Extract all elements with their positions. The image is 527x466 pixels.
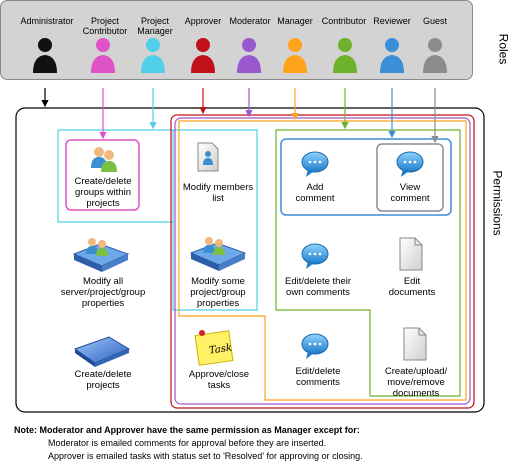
person-icon-project-manager <box>141 38 165 73</box>
role-label-project-manager: Project Manager <box>137 16 173 36</box>
project-contributor-scope-box <box>65 139 140 211</box>
person-icon-moderator <box>237 38 261 73</box>
person-icon-project-contributor <box>91 38 115 73</box>
task-sticky-text: Task <box>208 343 232 357</box>
role-label-approver: Approver <box>184 16 222 26</box>
manager-scope-box <box>178 120 467 401</box>
edit-documents-icon <box>399 237 423 271</box>
task-sticky-note-icon <box>194 330 234 366</box>
members-document-icon <box>197 142 219 172</box>
person-icon-contributor <box>333 38 357 73</box>
role-label-moderator: Moderator <box>229 16 271 26</box>
note-title: Note: Moderator and Approver have the sa… <box>14 425 360 435</box>
reviewer-scope-box <box>280 138 452 216</box>
person-icon-guest <box>423 38 447 73</box>
view-comment-bubble-icon <box>396 151 424 177</box>
perm-view-comment: View comment <box>390 182 430 204</box>
perm-create-delete-projects: Create/delete projects <box>74 369 132 391</box>
role-label-guest: Guest <box>422 16 447 26</box>
person-icon-manager <box>283 38 307 73</box>
perm-edit-delete-own-comments: Edit/delete their own comments <box>284 276 351 298</box>
perm-create-upload-move-remove-documents: Create/upload/ move/remove documents <box>384 366 448 399</box>
approver-scope-box <box>170 114 475 409</box>
some-properties-stack-icon <box>189 237 247 271</box>
role-label-contributor: Contributor <box>321 16 367 26</box>
role-label-administrator: Administrator <box>20 16 74 26</box>
administrator-scope-box <box>15 107 485 413</box>
perm-modify-some-properties: Modify some project/group properties <box>190 276 246 309</box>
moderator-scope-box <box>174 117 471 405</box>
project-manager-scope-box <box>58 129 258 311</box>
contributor-scope-box <box>275 129 461 397</box>
edit-delete-comments-bubble-icon <box>301 333 329 359</box>
note-line-moderator: Moderator is emailed comments for approv… <box>48 438 327 448</box>
perm-modify-members-list: Modify members list <box>182 182 254 204</box>
role-label-project-contributor: Project Contributor <box>82 16 128 36</box>
person-icon-administrator <box>33 38 57 73</box>
note-line-approver: Approver is emailed tasks with status se… <box>48 451 363 461</box>
person-icon-approver <box>191 38 215 73</box>
perm-modify-all-properties: Modify all server/project/group properti… <box>60 276 146 309</box>
add-comment-bubble-icon <box>301 151 329 177</box>
guest-scope-box <box>376 143 444 212</box>
perm-edit-documents: Edit documents <box>388 276 436 298</box>
edit-own-comments-bubble-icon <box>301 243 329 269</box>
role-label-manager: Manager <box>277 16 313 26</box>
project-book-icon <box>73 336 131 367</box>
note-section: Note: Moderator and Approver have the sa… <box>14 424 514 463</box>
perm-edit-delete-comments: Edit/delete comments <box>295 366 341 388</box>
role-label-reviewer: Reviewer <box>373 16 411 26</box>
group-icon <box>91 147 117 172</box>
properties-stack-icon <box>72 238 130 272</box>
perm-add-comment: Add comment <box>295 182 335 204</box>
create-documents-icon <box>403 327 427 361</box>
person-icon-reviewer <box>380 38 404 73</box>
perm-approve-close-tasks: Approve/close tasks <box>188 369 250 391</box>
perm-create-delete-groups: Create/delete groups within projects <box>74 176 132 209</box>
